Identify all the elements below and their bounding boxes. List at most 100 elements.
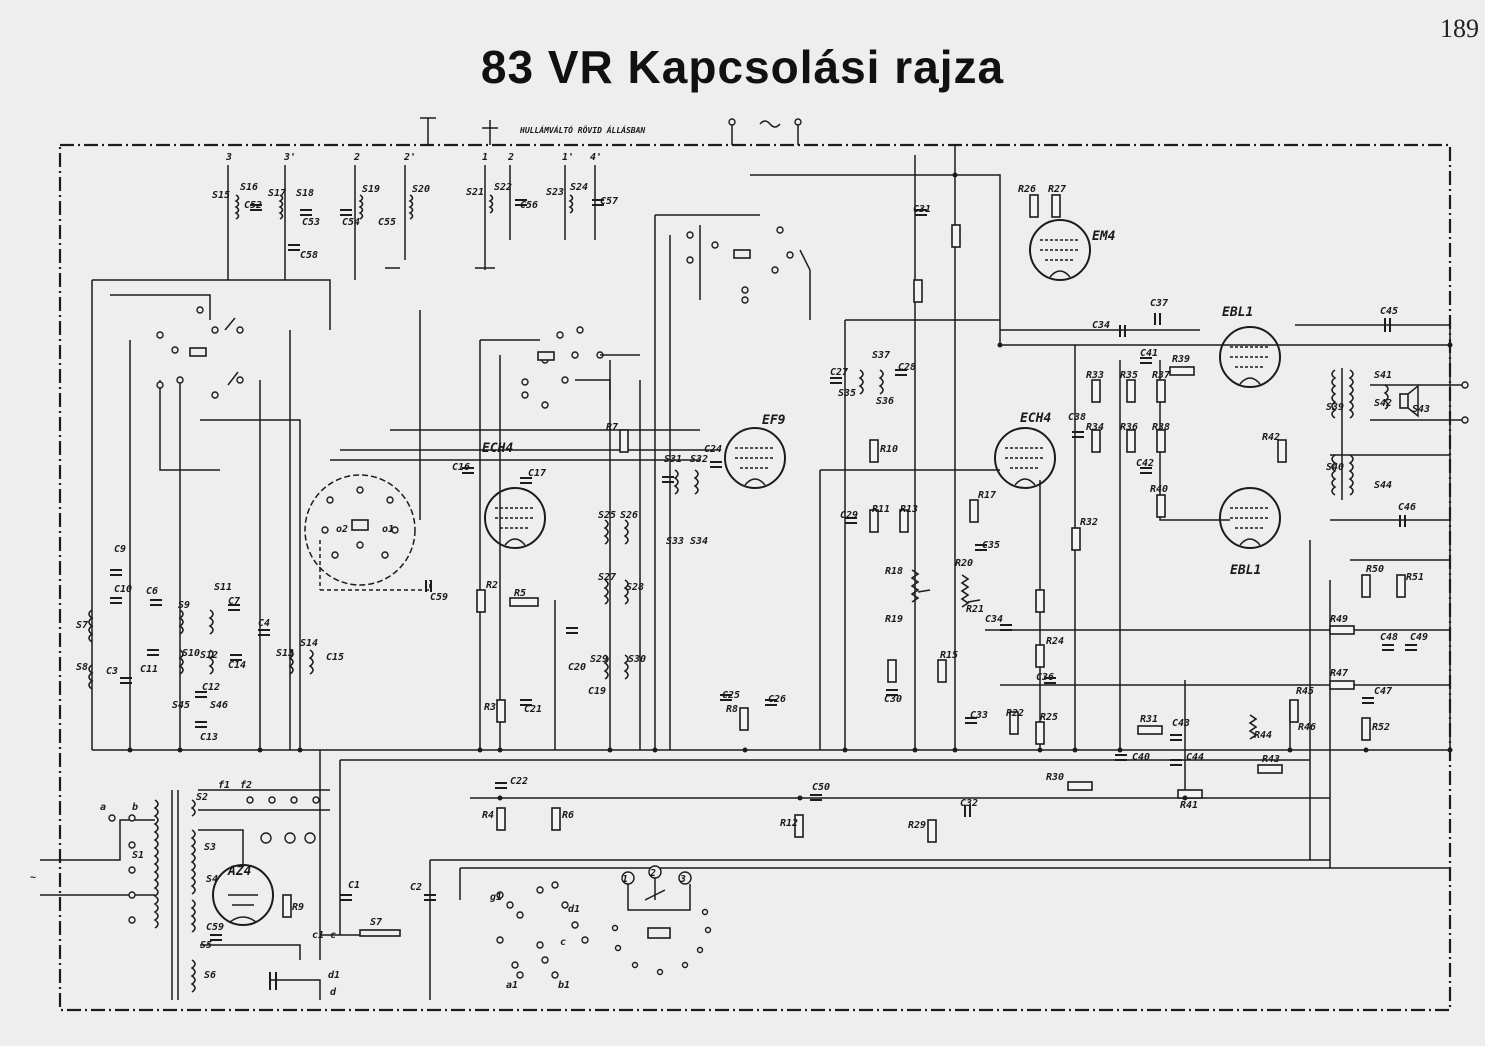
coil-label-s16: S16 [240,182,258,193]
tube-ef9: EF9 [724,413,786,489]
coil-label-s27: S27 [598,572,616,583]
cap-label-c55: C56 [520,200,538,211]
coil-label-s41: S41 [1374,370,1392,381]
res-label-r6: R6 [562,810,574,821]
res-label-r22: R22 [1006,708,1024,719]
res-label-r4: R4 [482,810,494,821]
res-label-r49: R49 [1330,614,1348,625]
coil-label-s26: S26 [620,510,638,521]
rf-coil-bank-left: 3 3' 2 2' S15 S16 S17 S18 S19 S20 C52 C5… [212,152,430,280]
coil-label-s30: S30 [628,654,646,665]
antenna-label-3-prime: 3' [283,152,296,163]
coil-label-s36: S36 [876,396,894,407]
resistors [282,194,1406,918]
coil-label-s21: S21 [466,187,484,198]
position-label-2: 2 [649,868,656,879]
res-label-r41: R41 [1180,800,1198,811]
cap-label-c44: C44 [1186,752,1204,763]
cap-label-c28: C28 [898,362,916,373]
coil-label-s2: S2 [196,792,208,803]
cap-label-c48: C48 [1380,632,1398,643]
wave-switch-left [110,294,421,750]
coil-label-s14: S14 [300,638,318,649]
res-label-r5: R5 [514,588,526,599]
coil-label-s43: S43 [1412,404,1430,415]
res-label-r27: R27 [1048,184,1066,195]
coil-label-s34: S34 [690,536,708,547]
resistor-labels: R2 R3 R4 R5 R6 R7 R8 R9 R10 R11 R12 R13 … [292,184,1424,913]
coil-label-s31: S31 [664,454,682,465]
potentiometers [910,569,1258,740]
res-label-r39: R39 [1172,354,1190,365]
terminal-label-a: a [100,802,106,813]
cap-label-c21: C21 [524,704,542,715]
tube-ebl1-top: EBL1 [1219,305,1281,388]
mains-label: ~ [30,872,36,883]
cap-label-c16: C16 [452,462,470,473]
cap-label-c29: C29 [840,510,858,521]
cap-label-c17: C17 [528,468,546,479]
coil-label-s32: S32 [690,454,708,465]
cap-label-c2: C2 [410,882,422,893]
cap-label-c38: C38 [1068,412,1086,423]
res-label-r38: R38 [1152,422,1170,433]
cap-label-c47: C47 [1374,686,1392,697]
cap-label-c41: C41 [1140,348,1158,359]
res-label-r17: R17 [978,490,996,501]
wave-switch-top [669,225,811,750]
antenna-label-2-prime: 2' [403,152,416,163]
res-label-r26: R26 [1018,184,1036,195]
res-label-r3: R3 [484,702,496,713]
cap-label-c37: C37 [1150,298,1168,309]
terminal-label-b1: b1 [558,980,570,991]
cap-label-c32: C32 [960,798,978,809]
coil-label-s9: S9 [178,600,190,611]
cap-label-c3: C3 [106,666,118,677]
res-label-r9: R9 [292,902,304,913]
res-label-r43: R43 [1262,754,1280,765]
res-label-r10: R10 [880,444,898,455]
cap-label-c45: C45 [1380,306,1398,317]
power-supply-section: a b c d d1 c1 f1 f2 ~ [30,780,401,1000]
antenna-label-1: 1 [482,152,488,163]
cap-label-c1: C1 [348,880,360,891]
coil-label-s17: S17 [268,188,286,199]
res-label-r8: R8 [726,704,738,715]
tube-ech4-detector: ECH4 [994,411,1056,489]
cap-label-c15: C15 [326,652,344,663]
cap-label-c6: C6 [146,586,158,597]
tube-label-ech4-right: ECH4 [1020,411,1051,426]
antenna-label-4-prime: 4' [590,152,602,163]
cap-label-c11: C11 [140,664,158,675]
cap-label-c56: C57 [600,196,618,207]
coil-label-s22: S22 [494,182,512,193]
capacitors [110,209,1417,990]
res-label-r19: R19 [885,614,903,625]
res-label-r47: R47 [1330,668,1348,679]
res-label-r50: R50 [1366,564,1384,575]
cap-label-c31: C31 [913,204,931,215]
page-number: 189 [1440,14,1479,43]
res-label-r45: R45 [1296,686,1314,697]
cap-label-c9: C9 [114,544,126,555]
tube-label-ef9: EF9 [762,413,786,428]
res-label-r15: R15 [940,650,958,661]
res-label-r35: R35 [1120,370,1138,381]
coil-label-s7-left: S7 [76,620,88,631]
res-label-r51: R51 [1406,572,1424,583]
res-label-r33: R33 [1086,370,1104,381]
cap-label-c30: C30 [884,694,902,705]
coil-label-s12: S12 [200,650,218,661]
res-label-r21: R21 [966,604,984,615]
res-label-r44: R44 [1254,730,1272,741]
coil-label-s37: S37 [872,350,890,361]
coil-label-s18: S18 [296,188,314,199]
res-label-r36: R36 [1120,422,1138,433]
terminal-label-f1: f1 [218,780,230,791]
terminal-label-c1: c1 [312,930,324,941]
terminal-label-f2: f2 [240,780,252,791]
cap-label-c34: C34 [985,614,1003,625]
coil-label-s25: S25 [598,510,616,521]
coil-label-s24: S24 [570,182,588,193]
wave-switch-rotary: o2 o1 [304,474,431,591]
